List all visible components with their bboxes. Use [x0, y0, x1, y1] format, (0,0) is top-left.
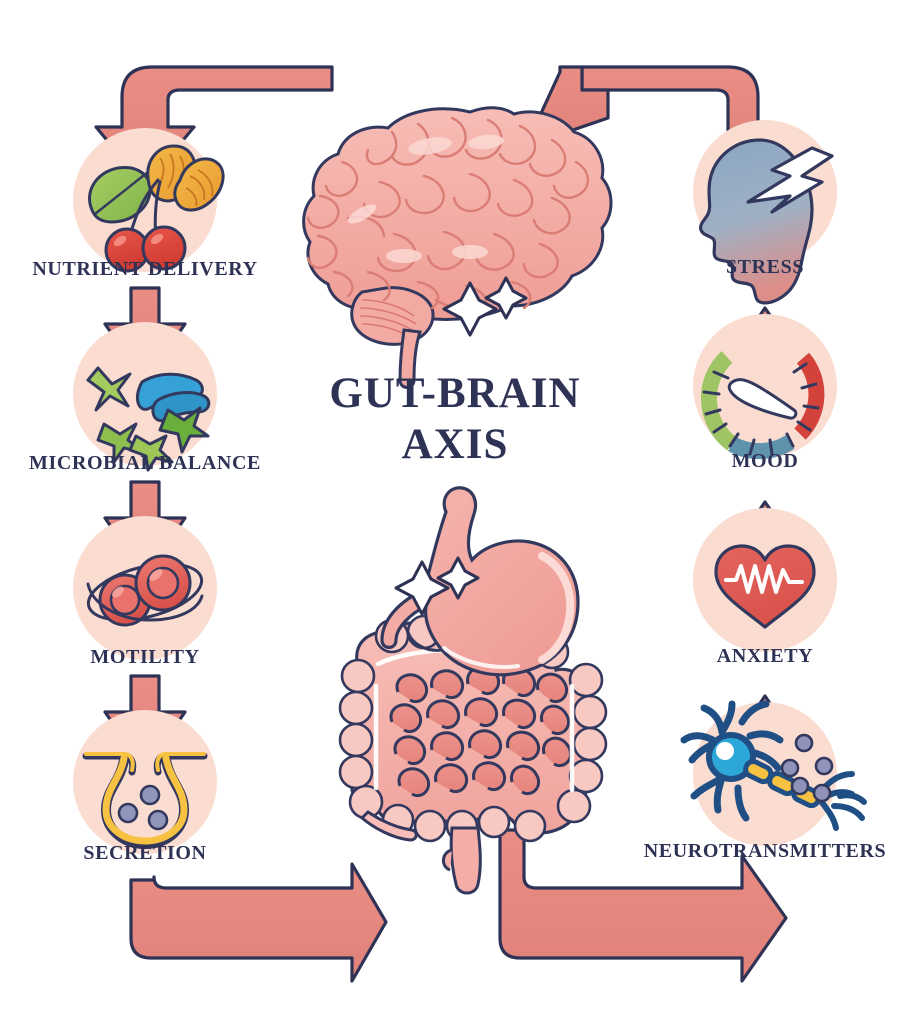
small-intestine	[389, 665, 573, 797]
pulse-line	[724, 564, 804, 594]
brain-body	[302, 106, 613, 321]
label-stress: STRESS	[725, 256, 805, 278]
almond-front	[173, 157, 225, 212]
gauge-needle	[727, 378, 798, 420]
label-anxiety: ANXIETY	[716, 645, 814, 667]
stomach-fold-line	[442, 646, 520, 669]
neuron-nucleus	[716, 742, 734, 760]
label-motility: MOTILITY	[90, 646, 200, 668]
gland-duct-right-fill	[155, 752, 206, 772]
gauge-arc-blue	[728, 435, 795, 460]
cherries-and-leaves-icon	[88, 144, 225, 273]
label-microbial-balance: MICROBIAL BALANCE	[29, 452, 261, 474]
label-mood: MOOD	[731, 450, 799, 472]
label-nutrient-delivery: NUTRIENT DELIVERY	[32, 258, 258, 280]
title-line-2: AXIS	[401, 420, 509, 468]
sparkle-large-brain	[442, 281, 498, 337]
arrow-gut-to-neurotransmitters	[498, 828, 788, 983]
almond-front-lines	[185, 169, 214, 207]
orbit-ring-front	[86, 582, 204, 622]
brain-highlights	[347, 134, 504, 263]
duodenum	[406, 630, 444, 652]
heart-pulse-icon	[714, 544, 816, 629]
bacterium-green-1	[86, 366, 132, 412]
rectum-bump	[442, 848, 453, 872]
stomach	[380, 486, 580, 677]
cells-orbit-icon	[86, 554, 204, 627]
sparkle-small-gut	[436, 556, 480, 600]
secretion-granules	[117, 784, 169, 831]
gauge-arc-green	[701, 351, 733, 401]
gland-sac-fill	[102, 754, 188, 845]
appendix	[359, 810, 418, 842]
sparkle-small-brain	[484, 276, 528, 320]
neurotransmitter-vesicles	[780, 733, 834, 803]
arrow-secretion-to-gut	[129, 862, 388, 983]
cell-upper-right-inner	[146, 566, 180, 600]
green-leaf-vein	[94, 171, 149, 215]
rectum	[449, 826, 482, 895]
label-secretion: SECRETION	[83, 842, 207, 864]
label-neurotransmitters: NEUROTRANSMITTERS	[643, 840, 887, 862]
cherry-highlights	[113, 233, 164, 247]
stomach-highlight	[538, 552, 575, 664]
bacterium-green-3	[158, 406, 210, 454]
bacterium-green-4	[128, 434, 174, 472]
title-line-1: GUT-BRAIN	[329, 370, 581, 417]
sparkle-large-gut	[394, 560, 450, 616]
gauge-arc-green-2	[701, 399, 737, 451]
gauge-ticks	[702, 362, 820, 456]
head-lightning-icon	[699, 138, 834, 305]
brain-illustration	[302, 106, 613, 389]
neuron-synapse-icon	[680, 700, 867, 831]
stomach-sparkles	[394, 556, 480, 616]
mood-gauge-icon	[701, 351, 825, 460]
brain-gyri	[306, 116, 589, 314]
gland-follicle-icon	[82, 752, 208, 850]
digestive-system-illustration	[338, 486, 608, 895]
circle-secretion	[73, 710, 217, 854]
bacteria-icon	[86, 366, 211, 472]
cell-highlights	[112, 569, 163, 598]
brain-sparkles	[442, 276, 528, 337]
lightning-bolt	[746, 146, 834, 214]
gland-duct-left-fill	[84, 752, 135, 772]
brain-stem	[398, 328, 423, 389]
